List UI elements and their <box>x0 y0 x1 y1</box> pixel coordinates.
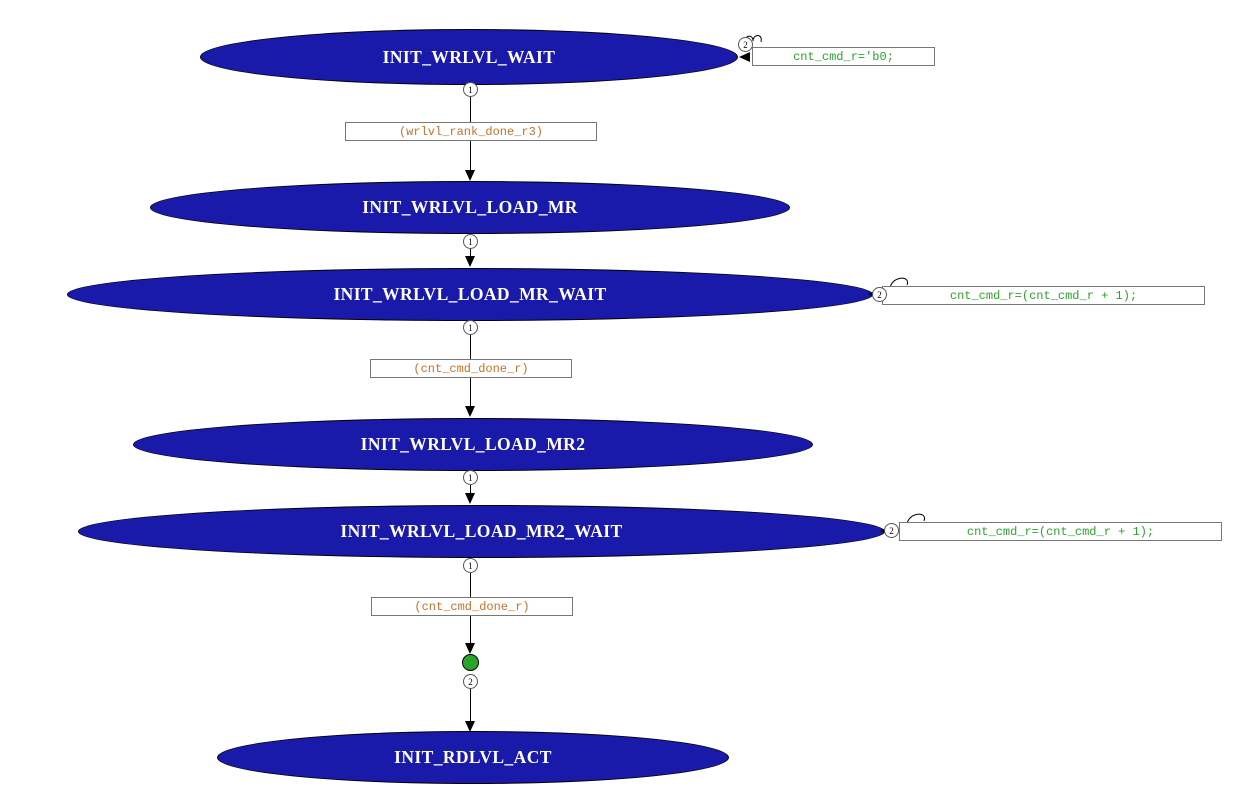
arrowhead-down-icon <box>465 493 475 504</box>
action-box[interactable]: cnt_cmd_r='b0; <box>752 47 935 66</box>
state-init-wrlvl-load-mr2-wait[interactable]: INIT_WRLVL_LOAD_MR2_WAIT <box>78 505 885 558</box>
self-loop-arc-icon <box>906 513 925 525</box>
junction-dot[interactable] <box>462 654 479 671</box>
state-label: INIT_WRLVL_LOAD_MR <box>362 197 578 217</box>
state-label: INIT_WRLVL_LOAD_MR2_WAIT <box>340 521 623 541</box>
self-loop-priority-badge: 2 <box>884 523 899 538</box>
state-label: INIT_WRLVL_LOAD_MR_WAIT <box>333 284 607 304</box>
condition-box[interactable]: (wrlvl_rank_done_r3) <box>345 122 597 141</box>
state-init-rdlvl-act[interactable]: INIT_RDLVL_ACT <box>217 731 729 784</box>
self-loop-priority-badge: 2 <box>738 37 753 52</box>
transition-line <box>470 686 471 724</box>
transition-priority-badge: 1 <box>463 82 478 97</box>
self-loop-priority-badge: 2 <box>872 287 887 302</box>
arrowhead-left-icon <box>739 52 750 62</box>
self-loop-arc-icon <box>889 277 908 289</box>
transition-priority-badge: 2 <box>463 674 478 689</box>
transition-priority-badge: 1 <box>463 470 478 485</box>
state-init-wrlvl-load-mr2[interactable]: INIT_WRLVL_LOAD_MR2 <box>133 418 813 471</box>
arrowhead-down-icon <box>465 721 475 732</box>
state-init-wrlvl-load-mr[interactable]: INIT_WRLVL_LOAD_MR <box>150 181 790 234</box>
arrowhead-down-icon <box>465 406 475 417</box>
transition-priority-badge: 1 <box>463 558 478 573</box>
arrowhead-down-icon <box>465 256 475 267</box>
state-label: INIT_RDLVL_ACT <box>394 747 552 767</box>
transition-priority-badge: 1 <box>463 234 478 249</box>
action-box[interactable]: cnt_cmd_r=(cnt_cmd_r + 1); <box>882 286 1205 305</box>
condition-box[interactable]: (cnt_cmd_done_r) <box>371 597 573 616</box>
state-label: INIT_WRLVL_LOAD_MR2 <box>360 434 586 454</box>
state-init-wrlvl-load-mr-wait[interactable]: INIT_WRLVL_LOAD_MR_WAIT <box>67 268 873 321</box>
transition-priority-badge: 1 <box>463 320 478 335</box>
arrowhead-down-icon <box>465 170 475 181</box>
state-label: INIT_WRLVL_WAIT <box>382 46 556 67</box>
action-box[interactable]: cnt_cmd_r=(cnt_cmd_r + 1); <box>899 522 1222 541</box>
state-init-wrlvl-wait[interactable]: INIT_WRLVL_WAIT <box>200 29 738 85</box>
arrowhead-down-icon <box>465 643 475 654</box>
condition-box[interactable]: (cnt_cmd_done_r) <box>370 359 572 378</box>
